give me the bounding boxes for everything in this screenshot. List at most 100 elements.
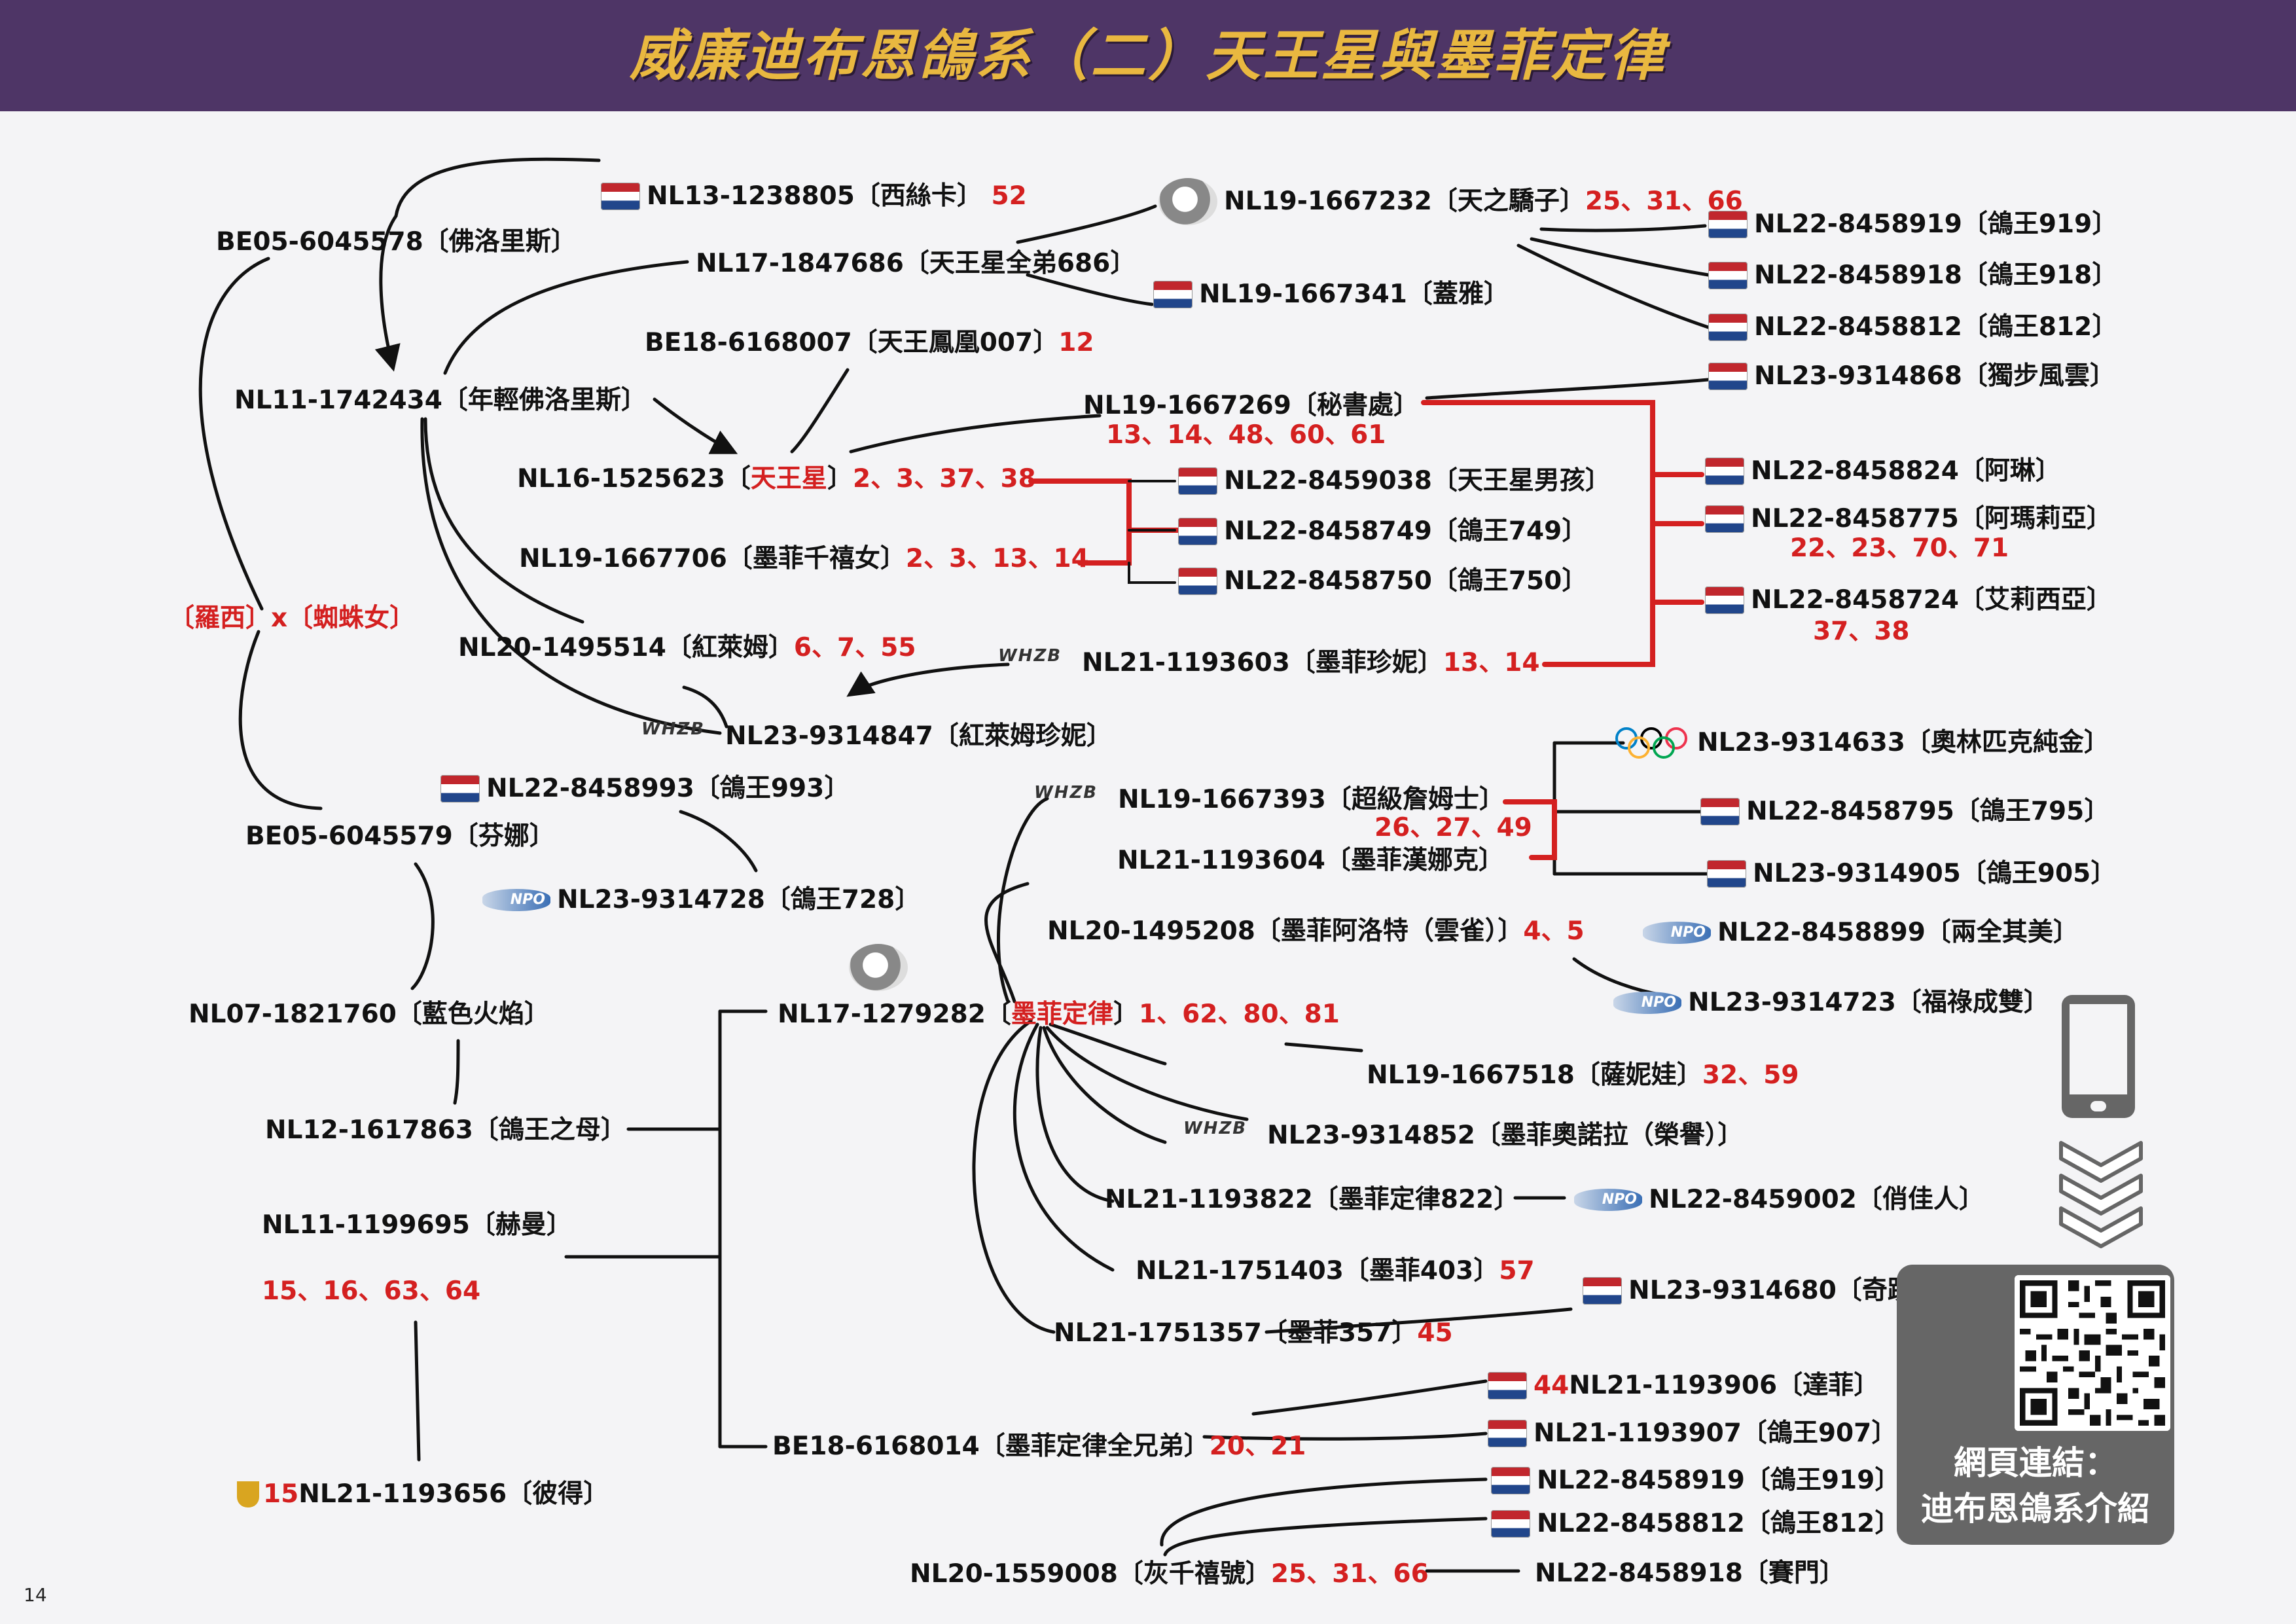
pigeon-name: 〔天王鳳凰007〕 xyxy=(852,328,1059,357)
pigeon-name: 〔墨菲403〕 xyxy=(1343,1256,1499,1286)
fci-logo-icon xyxy=(849,944,908,991)
netherlands-flag-icon xyxy=(1708,363,1748,390)
parents-pair: 〔羅西〕x〔蜘蛛女〕 xyxy=(169,604,416,633)
pigeon-name: 〔鴿王919〕 xyxy=(1744,1466,1901,1495)
pigeon-name: 〔秘書處〕 xyxy=(1291,391,1419,420)
connector xyxy=(1539,224,1707,232)
connector xyxy=(443,260,689,375)
pigeon-name: 〔墨菲漢娜克〕 xyxy=(1325,846,1504,875)
netherlands-flag-icon xyxy=(1491,1510,1530,1538)
bracket: 〔 xyxy=(985,1000,1011,1029)
netherlands-flag-icon xyxy=(1707,860,1746,888)
qr-caption-line: 網頁連結： xyxy=(1954,1444,2117,1482)
node-nl12-1617863: NL12-1617863〔鴿王之母〕 xyxy=(265,1113,626,1148)
connector xyxy=(1516,244,1710,329)
connector xyxy=(1202,1432,1488,1441)
ring-number: BE18-6168007 xyxy=(645,328,852,357)
annotation: 22、23、70、71 xyxy=(1790,533,2009,563)
connector xyxy=(1163,1517,1488,1557)
ring-number: NL20-1495514 xyxy=(458,633,666,662)
connector xyxy=(996,797,1049,1003)
node-r2-nl22-8458919: NL22-8458919〔鴿王919〕 xyxy=(1491,1463,1900,1498)
bracket: 〔 xyxy=(725,464,751,494)
node-r-nl22-8458919: NL22-8458919〔鴿王919〕 xyxy=(1708,207,2117,242)
ring-number: NL23-9314847 xyxy=(725,721,933,751)
connector xyxy=(679,810,758,873)
ring-number: NL20-1495208 xyxy=(1047,916,1255,946)
node-r-nl22-8458918: NL22-8458918〔賽門〕 xyxy=(1535,1556,1845,1591)
ring-number: NL21-1193604 xyxy=(1117,846,1325,875)
node-r-nl22-8458795: NL22-8458795〔鴿王795〕 xyxy=(1700,794,2109,829)
netherlands-flag-icon xyxy=(1708,262,1748,289)
connector xyxy=(1425,378,1710,400)
netherlands-flag-icon xyxy=(1705,458,1744,485)
netherlands-flag-icon xyxy=(440,775,480,803)
node-r-nl23-9314868: NL23-9314868〔獨步風雲〕 xyxy=(1708,359,2115,394)
connector xyxy=(1013,1022,1115,1272)
annotation: 32、59 xyxy=(1702,1060,1799,1090)
ring-number: NL07-1821760 xyxy=(188,1000,397,1029)
ring-number: NL22-8458749 xyxy=(1224,516,1432,546)
olympic-rings-icon xyxy=(1615,727,1687,759)
phone-icon xyxy=(2062,995,2135,1118)
pigeon-name: 〔達菲〕 xyxy=(1777,1371,1880,1400)
page-number: 14 xyxy=(24,1584,47,1606)
annotation: 12 xyxy=(1058,328,1094,357)
ring-number: NL17-1847686 xyxy=(696,249,904,278)
pigeon-name: 〔鴿王750〕 xyxy=(1431,566,1588,596)
connector xyxy=(1026,273,1154,306)
node-nl20-1559008: NL20-1559008〔灰千禧號〕25、31、66 xyxy=(910,1557,1429,1592)
ring-number: NL21-1193907 xyxy=(1534,1418,1742,1448)
node-nl20-1495514: NL20-1495514〔紅萊姆〕6、7、55 xyxy=(458,630,916,666)
ring-number: NL23-9314633 xyxy=(1697,728,1905,757)
ring-number: NL19-1667269 xyxy=(1083,391,1291,420)
node-nl20-1495208: NL20-1495208〔墨菲阿洛特（雲雀）〕4、5 xyxy=(1047,914,1585,949)
ring-number: NL22-8458750 xyxy=(1224,566,1432,596)
node-nl11-1199695: NL11-1199695〔赫曼〕 xyxy=(262,1208,572,1243)
connector xyxy=(790,368,850,454)
annotation: 37、38 xyxy=(1813,617,1910,646)
qr-code-icon[interactable] xyxy=(2015,1275,2170,1431)
pigeon-name: 〔薩妮娃〕 xyxy=(1574,1060,1702,1090)
node-be18-6168007: BE18-6168007〔天王鳳凰007〕12 xyxy=(645,325,1094,361)
ring-number: NL23-9314723 xyxy=(1688,988,1896,1017)
ring-number: NL19-1667341 xyxy=(1199,280,1407,309)
netherlands-flag-icon xyxy=(1153,281,1193,308)
annotation: 2、3、13、14 xyxy=(905,544,1089,573)
connector xyxy=(423,417,584,624)
node-nl16-1525623: NL16-1525623〔天王星〕2、3、37、38 xyxy=(517,461,1036,497)
bracket: 〕 xyxy=(827,464,853,494)
annotation: 52 xyxy=(991,181,1027,211)
netherlands-flag-icon xyxy=(1705,586,1744,614)
node-nl21-1751357: NL21-1751357〔墨菲357〕45 xyxy=(1054,1316,1453,1351)
netherlands-flag-icon xyxy=(1583,1277,1622,1305)
annotation: 6、7、55 xyxy=(793,633,916,662)
netherlands-flag-icon xyxy=(1491,1467,1530,1494)
node-r-nl22-8458775: NL22-8458775〔阿瑪莉亞〕 xyxy=(1705,501,2112,537)
node-r2-nl22-8458812: NL22-8458812〔鴿王812〕 xyxy=(1491,1506,1900,1542)
annotation: 45 xyxy=(1417,1318,1453,1348)
pigeon-name: 〔墨菲奧諾拉（榮譽）〕 xyxy=(1475,1121,1744,1150)
netherlands-flag-icon xyxy=(1178,467,1217,495)
node-nl21-1751403: NL21-1751403〔墨菲403〕57 xyxy=(1136,1254,1535,1289)
annotation: 2、3、37、38 xyxy=(852,464,1036,494)
connector xyxy=(653,397,738,454)
node-nl17-1847686: NL17-1847686〔天王星全弟686〕 xyxy=(696,246,1136,281)
node-nl22-8458749: NL22-8458749〔鴿王749〕 xyxy=(1178,514,1587,549)
qr-caption[interactable]: 網頁連結：迪布恩鴿系介紹 xyxy=(1897,1440,2174,1532)
ring-number: NL22-8458795 xyxy=(1746,797,1954,826)
pigeon-name: 〔墨菲定律全兄弟〕 xyxy=(979,1432,1210,1461)
pigeon-name: 〔赫曼〕 xyxy=(469,1210,572,1240)
ring-number: NL19-1667232 xyxy=(1224,187,1432,216)
bracket: 〕 xyxy=(1113,1000,1139,1029)
page-title: 威廉迪布恩鴿系（二）天王星與墨菲定律 xyxy=(629,24,1666,88)
connector xyxy=(682,685,728,729)
pigeon-name: 〔鴿王749〕 xyxy=(1431,516,1588,546)
ring-number: NL21-1193603 xyxy=(1082,648,1290,677)
whzb-logo-icon: WHZB xyxy=(1183,1119,1247,1138)
connector xyxy=(453,1039,460,1105)
ring-number: NL22-8458812 xyxy=(1537,1509,1745,1538)
connector xyxy=(1284,1042,1363,1053)
